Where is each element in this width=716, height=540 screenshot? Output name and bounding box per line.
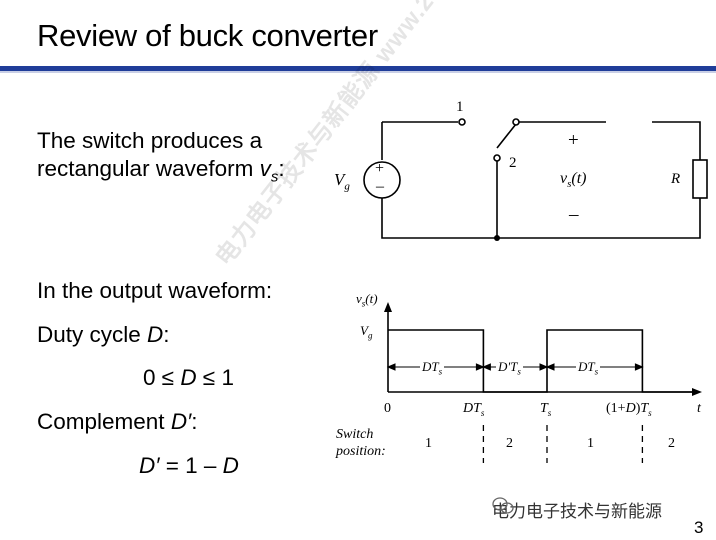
- position-1-label: 1: [456, 99, 464, 115]
- dimension-arrow: [475, 363, 485, 371]
- dimension-arrow: [539, 363, 549, 371]
- switch-contact-1: [458, 118, 466, 126]
- switch-position-3: 1: [587, 436, 594, 451]
- vs-waveform: [388, 329, 694, 393]
- title-rule-shadow: [0, 71, 716, 73]
- y-axis-arrow: [384, 302, 392, 312]
- duty-range: 0 ≤ D ≤ 1: [143, 365, 234, 390]
- wire-bottom: [381, 198, 701, 239]
- voltage-source: [363, 161, 401, 199]
- origin-label: 0: [384, 401, 391, 416]
- y-axis-label: vs(t): [356, 291, 378, 309]
- title-rule: [0, 66, 716, 71]
- segment-3-label: DTs: [576, 359, 601, 377]
- vs-label: vs(t): [560, 170, 587, 191]
- dimension-arrow: [634, 363, 644, 371]
- tick-1plusD-Ts: (1+D)Ts: [606, 401, 652, 418]
- switch-position-2: 2: [506, 436, 513, 451]
- tick-DTs: DTs: [463, 401, 485, 418]
- brand-footer: 电力电子技术与新能源: [492, 497, 662, 522]
- x-axis-arrow: [692, 388, 702, 396]
- slide-title: Review of buck converter: [37, 18, 378, 53]
- source-plus: +: [375, 160, 385, 177]
- switch-blade: [496, 123, 517, 149]
- vg-label: Vg: [334, 170, 350, 193]
- vs-plus: +: [568, 130, 579, 151]
- switch-position-4: 2: [668, 436, 675, 451]
- source-minus: –: [376, 178, 384, 195]
- page-number: 3: [694, 518, 704, 537]
- intro-line-1: The switch produces a: [37, 128, 263, 153]
- dimension-arrow: [482, 363, 491, 371]
- vs-minus: –: [569, 204, 579, 225]
- segment-2-label: D'Ts: [496, 359, 523, 377]
- wire-top-right: [652, 121, 701, 160]
- brand-name: 电力电子技术与新能源: [492, 502, 662, 521]
- vg-level-label: Vg: [360, 323, 373, 341]
- duty-cycle-line: Duty cycle D:: [37, 322, 170, 347]
- output-heading: In the output waveform:: [37, 278, 273, 303]
- t-axis-label: t: [697, 401, 701, 416]
- tick-Ts: Ts: [540, 401, 552, 418]
- node-dot: [494, 235, 500, 241]
- complement-equation: D′ = 1 – D: [139, 453, 239, 478]
- load-label: R: [671, 171, 681, 187]
- dimension-arrow: [386, 363, 396, 371]
- switch-position-1: 1: [425, 436, 432, 451]
- segment-1-label: DTs: [420, 359, 445, 377]
- dimension-arrow: [545, 363, 555, 371]
- vs-symbol: vs: [259, 156, 279, 186]
- position-2-label: 2: [509, 155, 517, 171]
- intro-line-2: rectangular waveform vs:: [37, 156, 285, 186]
- wechat-icon: [492, 497, 514, 514]
- complement-line: Complement D′:: [37, 409, 198, 434]
